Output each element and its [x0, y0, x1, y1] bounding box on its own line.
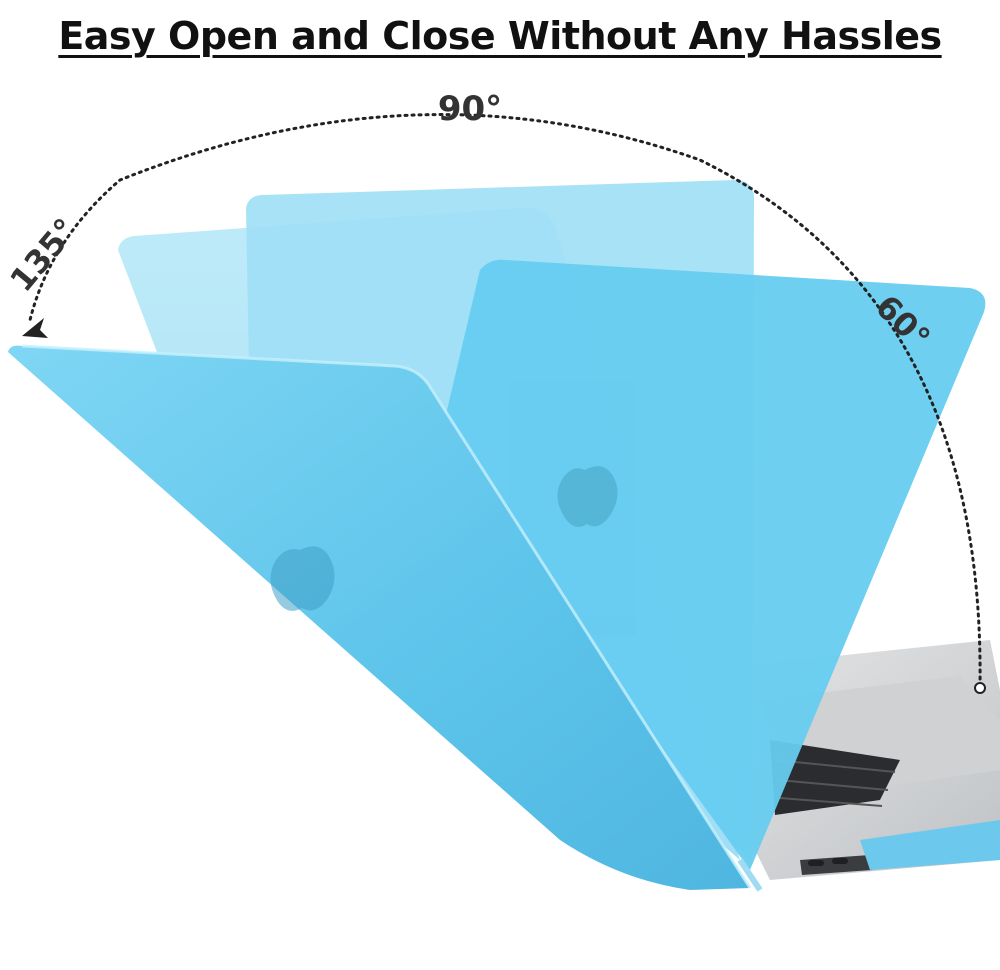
lid-position-60 [440, 259, 986, 870]
arc-arrow-icon [22, 318, 48, 338]
rotation-arc [28, 113, 982, 688]
lid-position-135 [8, 344, 752, 891]
apple-logo [270, 546, 335, 611]
usb-c-port [832, 858, 848, 864]
hinge [737, 858, 763, 892]
usb-c-port [808, 860, 824, 866]
headline: Easy Open and Close Without Any Hassles [58, 14, 942, 58]
laptop-base [700, 640, 1000, 880]
arc-start-marker [974, 682, 986, 694]
angle-label-135: 135° [2, 211, 84, 299]
angle-label-90: 90° [438, 89, 502, 129]
keyboard [770, 740, 900, 815]
apple-logo [557, 466, 618, 527]
